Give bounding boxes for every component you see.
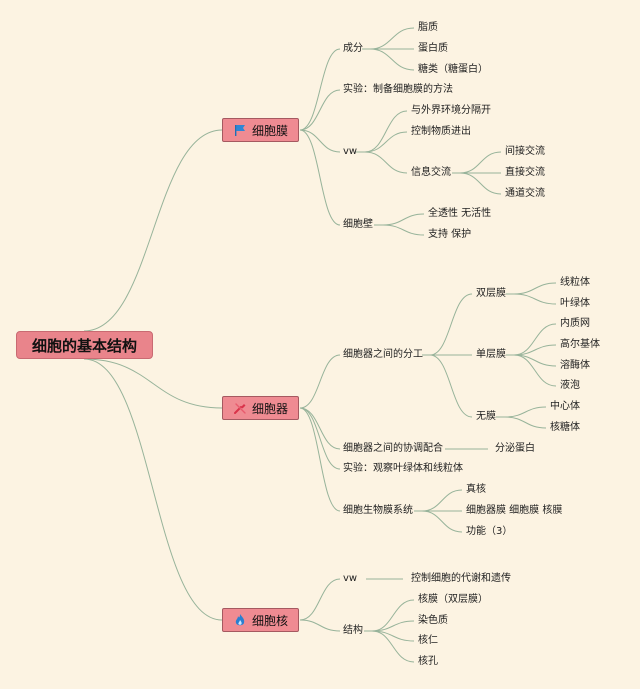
connector bbox=[299, 578, 341, 621]
connector bbox=[83, 358, 223, 409]
connector bbox=[421, 489, 463, 512]
node-membrane-function[interactable]: vw bbox=[343, 146, 358, 157]
connector bbox=[371, 630, 415, 663]
node-er[interactable]: 内质网 bbox=[560, 318, 590, 329]
connector bbox=[513, 354, 557, 367]
connector bbox=[459, 172, 502, 195]
connector bbox=[299, 129, 341, 153]
connector bbox=[83, 129, 223, 332]
node-function-3[interactable]: 功能（3） bbox=[466, 526, 513, 537]
node-chromatin[interactable]: 染色质 bbox=[418, 615, 448, 626]
connector bbox=[364, 110, 408, 153]
connector bbox=[299, 407, 341, 470]
connector bbox=[299, 407, 341, 512]
connector bbox=[504, 416, 547, 429]
node-composition[interactable]: 成分 bbox=[343, 43, 363, 54]
node-double-membrane[interactable]: 双层膜 bbox=[476, 288, 506, 299]
node-structure[interactable]: 结构 bbox=[343, 625, 363, 636]
node-mitochondria[interactable]: 线粒体 bbox=[560, 277, 590, 288]
connector bbox=[382, 224, 425, 236]
branch-label: 细胞膜 bbox=[252, 123, 289, 138]
node-chloroplast[interactable]: 叶绿体 bbox=[560, 298, 590, 309]
node-eukaryote[interactable]: 真核 bbox=[466, 484, 486, 495]
connector bbox=[513, 293, 557, 305]
node-channel[interactable]: 通道交流 bbox=[505, 188, 545, 199]
node-wall-permeable[interactable]: 全透性 无活性 bbox=[428, 208, 492, 219]
node-separate[interactable]: 与外界环境分隔开 bbox=[411, 105, 491, 116]
node-single-membrane[interactable]: 单层膜 bbox=[476, 349, 506, 360]
branch-cell-membrane[interactable]: 细胞膜 bbox=[222, 118, 300, 142]
connector bbox=[429, 293, 473, 356]
node-centrosome[interactable]: 中心体 bbox=[550, 401, 580, 412]
node-control-metabolism[interactable]: 控制细胞的代谢和遗传 bbox=[411, 573, 511, 584]
connector bbox=[299, 354, 341, 409]
node-sugar[interactable]: 糖类（糖蛋白） bbox=[418, 64, 488, 75]
connector bbox=[513, 323, 557, 356]
node-no-membrane[interactable]: 无膜 bbox=[476, 411, 496, 422]
connector bbox=[83, 358, 223, 621]
node-nucleus-function[interactable]: vw bbox=[343, 573, 358, 584]
branch-label: 细胞核 bbox=[252, 613, 289, 628]
connector bbox=[513, 282, 557, 295]
connector bbox=[299, 48, 341, 131]
node-organelle-experiment[interactable]: 实验：观察叶绿体和线粒体 bbox=[343, 463, 463, 474]
node-nuclear-pore[interactable]: 核孔 bbox=[418, 656, 438, 667]
connector bbox=[513, 354, 557, 387]
node-cell-wall[interactable]: 细胞壁 bbox=[343, 219, 373, 230]
connector bbox=[299, 407, 341, 450]
connector bbox=[421, 510, 463, 533]
connector bbox=[429, 354, 473, 418]
connector bbox=[382, 213, 425, 226]
connector bbox=[364, 151, 408, 174]
node-lipid[interactable]: 脂质 bbox=[418, 22, 438, 33]
tools-icon bbox=[234, 403, 246, 414]
connector bbox=[459, 151, 502, 174]
branch-organelle[interactable]: 细胞器 bbox=[222, 396, 300, 420]
node-ribosome[interactable]: 核糖体 bbox=[550, 422, 580, 433]
connector bbox=[371, 620, 415, 632]
flame-icon bbox=[235, 614, 245, 626]
node-golgi[interactable]: 高尔基体 bbox=[560, 339, 600, 350]
node-nuclear-envelope[interactable]: 核膜（双层膜） bbox=[418, 594, 488, 605]
connector bbox=[299, 89, 341, 131]
flag-icon bbox=[235, 125, 245, 136]
node-coordination[interactable]: 细胞器之间的协调配合 bbox=[343, 443, 443, 454]
node-protein[interactable]: 蛋白质 bbox=[418, 43, 448, 54]
connector bbox=[299, 619, 341, 632]
connector bbox=[299, 129, 341, 226]
node-membrane-experiment[interactable]: 实验：制备细胞膜的方法 bbox=[343, 84, 453, 95]
root-node[interactable]: 细胞的基本结构 bbox=[16, 331, 153, 359]
node-secreted-protein[interactable]: 分泌蛋白 bbox=[495, 443, 535, 454]
branch-nucleus[interactable]: 细胞核 bbox=[222, 608, 300, 632]
node-division[interactable]: 细胞器之间的分工 bbox=[343, 349, 423, 360]
connector bbox=[364, 131, 408, 153]
node-indirect[interactable]: 间接交流 bbox=[505, 146, 545, 157]
node-direct[interactable]: 直接交流 bbox=[505, 167, 545, 178]
node-membranes[interactable]: 细胞器膜 细胞膜 核膜 bbox=[466, 505, 563, 516]
branch-label: 细胞器 bbox=[252, 401, 289, 416]
node-biomembrane-system[interactable]: 细胞生物膜系统 bbox=[343, 505, 413, 516]
node-vacuole[interactable]: 液泡 bbox=[560, 380, 580, 391]
node-info-exchange[interactable]: 信息交流 bbox=[411, 167, 451, 178]
node-nucleolus[interactable]: 核仁 bbox=[418, 635, 438, 646]
node-control-transport[interactable]: 控制物质进出 bbox=[411, 126, 471, 137]
connector bbox=[369, 27, 415, 50]
connector bbox=[371, 599, 415, 632]
node-lysosome[interactable]: 溶酶体 bbox=[560, 360, 590, 371]
connector bbox=[504, 406, 547, 418]
node-wall-support[interactable]: 支持 保护 bbox=[428, 229, 472, 240]
connector bbox=[369, 48, 415, 71]
